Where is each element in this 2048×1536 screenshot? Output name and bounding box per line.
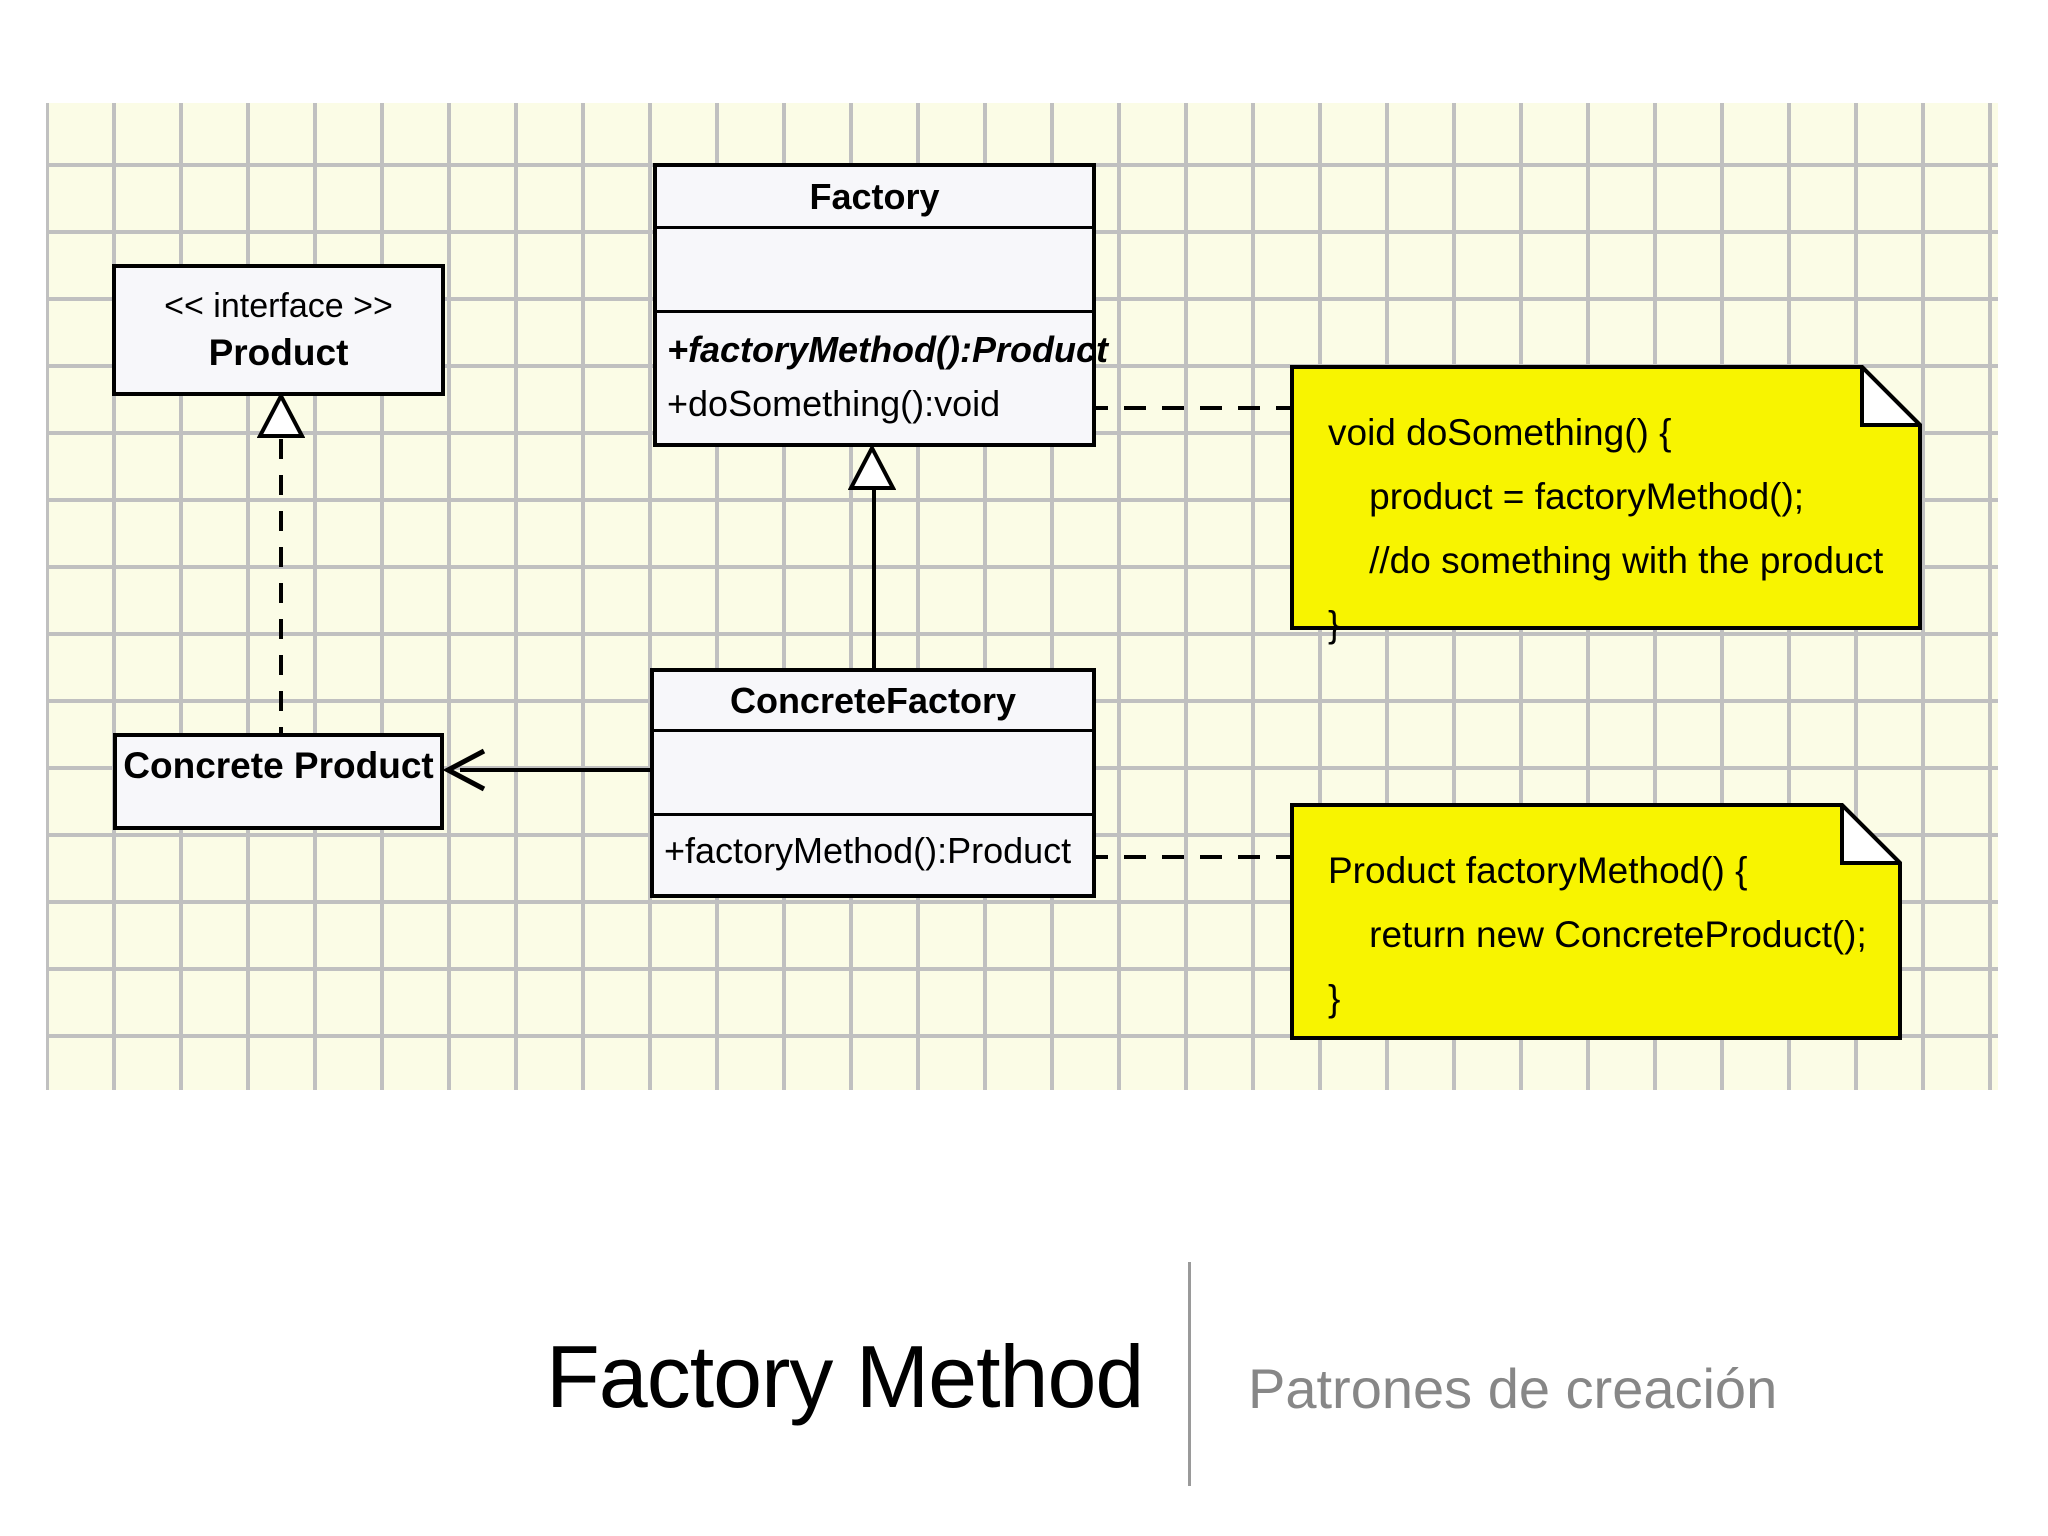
- note-code-line: //do something with the product: [1328, 540, 1884, 581]
- class-title-factory: Factory: [657, 167, 1092, 229]
- method-factorymethod-concrete: +factoryMethod():Product: [664, 830, 1072, 871]
- class-title-product: Product: [208, 331, 349, 373]
- class-title-concretefactory: ConcreteFactory: [654, 672, 1092, 732]
- note-dosomething-text: void doSomething() { product = factoryMe…: [1290, 365, 1922, 645]
- note-code-line: product = factoryMethod();: [1328, 476, 1805, 517]
- realization-triangle-icon: [257, 393, 305, 438]
- class-methods-factory: +factoryMethod():Product +doSomething():…: [657, 313, 1108, 431]
- note-shape: [1290, 803, 1902, 1040]
- method-dosomething: +doSomething():void: [667, 383, 1001, 424]
- class-attributes-concretefactory: [654, 732, 1092, 816]
- method-factorymethod-abstract: +factoryMethod():Product: [667, 329, 1108, 370]
- class-title-concreteproduct: Concrete Product: [123, 745, 434, 786]
- note-code-line: void doSomething() {: [1328, 412, 1672, 453]
- class-attributes-factory: [657, 229, 1092, 313]
- note-anchor-dosomething: [1086, 406, 1290, 410]
- note-factorymethod-text: Product factoryMethod() { return new Con…: [1290, 803, 1902, 1040]
- title-divider: [1188, 1262, 1191, 1486]
- note-fold-icon: [1840, 803, 1902, 865]
- note-code-line: }: [1328, 978, 1341, 1019]
- slide-title: Factory Method: [546, 1327, 1144, 1426]
- note-fold-icon: [1860, 365, 1922, 427]
- slide-subtitle: Patrones de creación: [1248, 1357, 1778, 1420]
- open-arrowhead-icon: [444, 748, 486, 792]
- class-box-factory: Factory +factoryMethod():Product +doSome…: [653, 163, 1108, 447]
- class-methods-concretefactory: +factoryMethod():Product: [654, 816, 1092, 878]
- note-dosomething-body: void doSomething() { product = factoryMe…: [1290, 365, 1922, 645]
- note-anchor-factorymethod: [1086, 855, 1290, 859]
- note-code-line: }: [1328, 604, 1341, 645]
- note-shape: [1290, 365, 1922, 630]
- note-factorymethod-body: Product factoryMethod() { return new Con…: [1290, 803, 1902, 1040]
- generalization-line-factory: [872, 487, 876, 668]
- class-box-concreteproduct: Concrete Product: [113, 733, 444, 830]
- association-line-concretefactory-concreteproduct: [460, 768, 650, 772]
- realization-line-product: [279, 439, 283, 733]
- note-code-line: return new ConcreteProduct();: [1328, 914, 1867, 955]
- stereotype-interface-label: << interface >>: [164, 286, 393, 325]
- note-code-line: Product factoryMethod() {: [1328, 850, 1748, 891]
- class-box-concretefactory: ConcreteFactory +factoryMethod():Product: [650, 668, 1096, 898]
- class-box-product-interface: << interface >> Product: [112, 264, 445, 396]
- generalization-triangle-icon: [848, 445, 896, 490]
